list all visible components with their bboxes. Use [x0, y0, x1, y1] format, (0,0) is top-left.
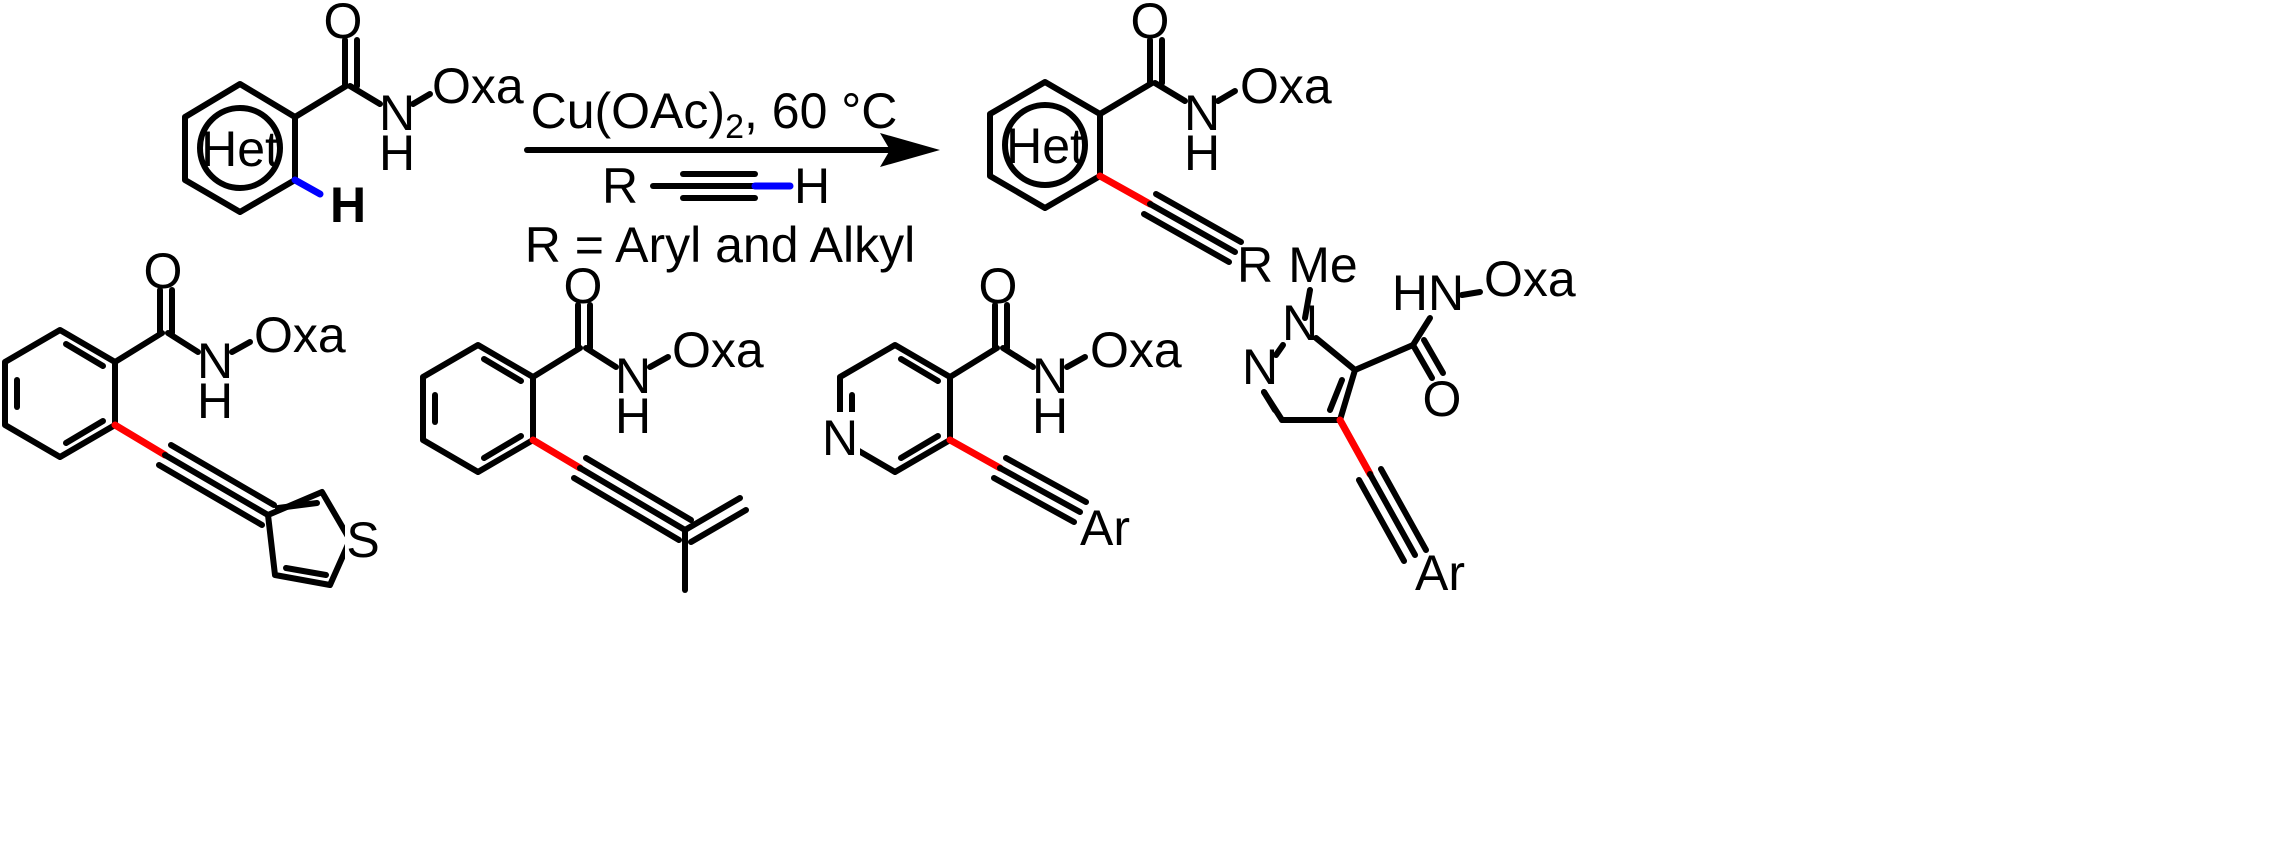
ex1-oxa-label: Oxa — [254, 307, 346, 363]
product: Het O N H Oxa R — [987, 0, 1332, 293]
het-label: Het — [201, 121, 279, 177]
example-pyrazole: Me N N HN Oxa O Ar — [1242, 237, 1576, 601]
ex3-nitrogen-label: N — [1032, 348, 1068, 404]
ex4-hn-label: HN — [1392, 265, 1464, 321]
product-nitrogen-label: N — [1184, 85, 1220, 141]
ortho-hydrogen-label: H — [330, 177, 366, 233]
ex2-oxygen-label: O — [564, 258, 603, 314]
example-pyridine: N O N H Oxa Ar — [820, 258, 1182, 556]
alkyne-hydrogen-label: H — [794, 158, 830, 214]
oxygen-label: O — [324, 0, 363, 49]
reagent-conditions: , 60 °C — [744, 83, 897, 139]
ex3-ar-label: Ar — [1080, 500, 1130, 556]
ex2-new-bond — [529, 436, 584, 472]
ex1-new-bond — [111, 421, 169, 459]
ch-bond — [291, 176, 324, 198]
example-thiophene: O N H Oxa S — [2, 243, 381, 588]
product-new-bond — [1096, 172, 1154, 208]
ex4-new-bond — [1336, 416, 1374, 478]
product-het-label: Het — [1006, 118, 1084, 174]
ex4-n2-label: N — [1242, 339, 1278, 395]
ex2-nh-hydrogen-label: H — [615, 388, 651, 444]
product-nh-hydrogen-label: H — [1184, 125, 1220, 181]
ex4-n1-label: N — [1282, 295, 1318, 351]
nitrogen-label: N — [379, 85, 415, 141]
product-oxygen-label: O — [1131, 0, 1170, 49]
example-enyne: O N H Oxa — [420, 258, 764, 593]
ex2-oxa-label: Oxa — [672, 322, 764, 378]
oxa-label: Oxa — [432, 58, 524, 114]
ex3-nh-hydrogen-label: H — [1032, 388, 1068, 444]
ex3-oxa-label: Oxa — [1090, 322, 1182, 378]
ex4-me-label: Me — [1288, 237, 1357, 293]
ex1-sulfur-label: S — [346, 512, 379, 568]
alkyne-reagent: R H — [602, 158, 830, 214]
ex1-nitrogen-label: N — [197, 333, 233, 389]
starting-material: Het O N H Oxa H — [182, 0, 524, 233]
nh-hydrogen-label: H — [379, 125, 415, 181]
reagent-label: Cu(OAc)2, 60 °C — [531, 83, 898, 146]
ex4-oxygen-label: O — [1423, 371, 1462, 427]
r-definition: R = Aryl and Alkyl — [525, 217, 915, 273]
ex1-nh-hydrogen-label: H — [197, 373, 233, 429]
ex3-new-bond — [946, 436, 1004, 472]
reaction-arrow — [524, 133, 940, 167]
ex2-nitrogen-label: N — [615, 348, 651, 404]
reagent-main: Cu(OAc) — [531, 83, 725, 139]
ex1-oxygen-label: O — [144, 243, 183, 299]
ex3-oxygen-label: O — [979, 258, 1018, 314]
product-oxa-label: Oxa — [1240, 58, 1332, 114]
ex3-ring-nitrogen-label: N — [822, 410, 858, 466]
reagent-subscript: 2 — [725, 108, 744, 146]
product-r-label: R — [1237, 237, 1273, 293]
ex4-oxa-label: Oxa — [1484, 251, 1576, 307]
ex4-ar-label: Ar — [1415, 545, 1465, 601]
r-label: R — [602, 158, 638, 214]
